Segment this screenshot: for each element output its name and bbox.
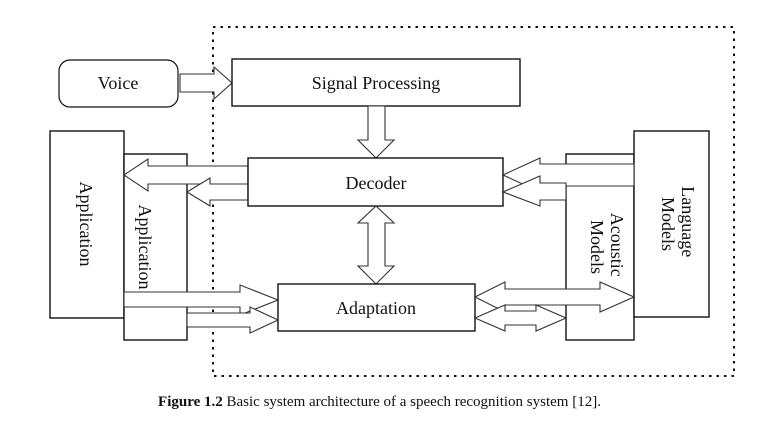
adaptation-acoustic-arrow bbox=[473, 304, 568, 332]
application-inner-box bbox=[123, 153, 188, 341]
voice-label: Voice bbox=[98, 73, 139, 93]
decoder-to-application-arrow-2 bbox=[185, 177, 249, 207]
application-outer-label: Application bbox=[76, 182, 96, 267]
decoder-box bbox=[247, 157, 504, 207]
signal-to-decoder-arrow bbox=[356, 105, 396, 159]
application-to-adaptation-arrow bbox=[123, 284, 280, 316]
signal-processing-box bbox=[231, 58, 521, 107]
language-models-label: Language Models bbox=[658, 186, 698, 261]
adaptation-label: Adaptation bbox=[336, 298, 416, 318]
adaptation-box bbox=[277, 283, 476, 332]
decoder-adaptation-arrow bbox=[356, 205, 396, 285]
voice-to-signal-arrow bbox=[179, 65, 233, 101]
language-models-box bbox=[633, 130, 710, 318]
figure-caption-label: Figure 1.2 bbox=[158, 394, 223, 410]
signal-processing-label: Signal Processing bbox=[312, 73, 441, 93]
application-inner-to-adaptation-arrow bbox=[186, 306, 280, 334]
acoustic-models-label: Acoustic Models bbox=[587, 213, 627, 281]
application-inner-label: Application bbox=[135, 205, 155, 290]
figure-caption-text: Basic system architecture of a speech re… bbox=[226, 394, 601, 410]
decoder-label: Decoder bbox=[346, 173, 407, 193]
voice-box bbox=[58, 59, 179, 108]
figure-caption: Figure 1.2 Basic system architecture of … bbox=[0, 394, 759, 411]
application-outer-box bbox=[49, 130, 125, 319]
acoustic-to-decoder-arrow bbox=[501, 175, 567, 207]
